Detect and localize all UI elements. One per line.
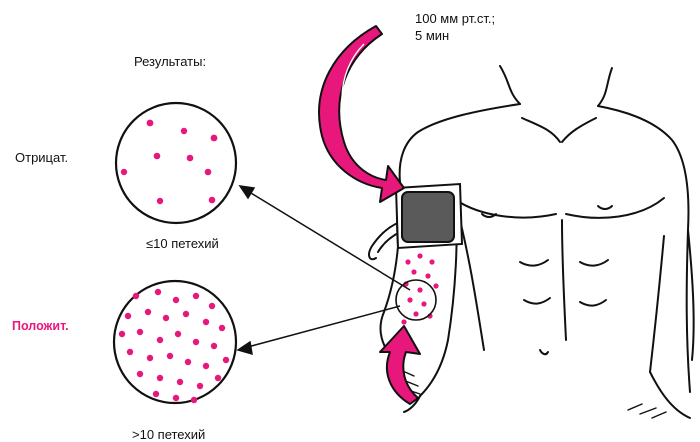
negative-result-circle bbox=[114, 101, 238, 225]
results-title: Результаты: bbox=[134, 54, 207, 69]
arm-petechiae bbox=[401, 253, 439, 325]
pressure-arrow-icon bbox=[318, 25, 405, 203]
test-area-circle bbox=[395, 279, 437, 321]
cuff-icon bbox=[394, 182, 464, 250]
positive-result-circle bbox=[112, 279, 238, 405]
positive-caption: >10 петехий bbox=[132, 427, 206, 442]
negative-caption: ≤10 петехий bbox=[146, 236, 219, 251]
positive-petechiae bbox=[118, 288, 230, 404]
pointer-lines bbox=[236, 185, 411, 356]
release-arrow-icon bbox=[379, 325, 421, 405]
negative-petechiae bbox=[120, 119, 218, 205]
negative-label: Отрицат. bbox=[15, 150, 69, 165]
cuff-duration-value: 5 мин bbox=[415, 28, 450, 43]
positive-label: Положит. bbox=[12, 319, 69, 333]
cuff-pressure-value: 100 мм рт.ст.; bbox=[415, 11, 496, 26]
cuff-pressure-note: 100 мм рт.ст.; 5 мин bbox=[415, 10, 495, 44]
